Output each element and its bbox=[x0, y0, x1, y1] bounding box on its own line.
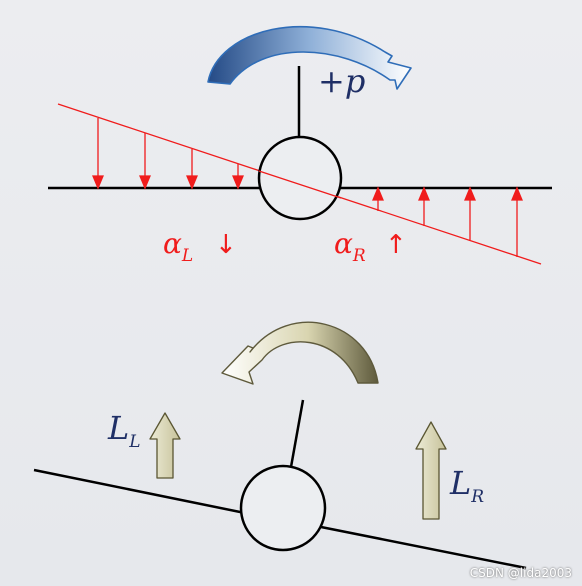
damping-moment-arrow bbox=[221, 321, 379, 385]
alpha-right-arrow: ↑ bbox=[385, 230, 407, 260]
lift-right-arrow bbox=[415, 421, 447, 520]
alpha-left-label: αL bbox=[163, 227, 193, 266]
alpha-left-arrow: ↓ bbox=[215, 230, 237, 260]
roll-rate-label: +p bbox=[318, 62, 365, 100]
watermark-text: CSDN @lida2003 bbox=[469, 566, 572, 580]
angle-of-attack-line-front bbox=[258, 170, 342, 199]
lift-left-label: LL bbox=[107, 409, 141, 452]
fuselage-bottom bbox=[239, 464, 327, 552]
fuselage-top bbox=[257, 135, 343, 221]
lift-left-arrow bbox=[149, 412, 181, 479]
tilted-wing-right bbox=[320, 525, 527, 570]
alpha-right-label: αR bbox=[334, 227, 366, 266]
lift-right-label: LR bbox=[449, 464, 484, 507]
tilted-fin bbox=[289, 399, 305, 468]
left-downwash-arrows bbox=[92, 118, 244, 190]
roll-moment-arrow bbox=[207, 25, 412, 90]
tilted-wing-left bbox=[33, 468, 246, 515]
right-upwash-arrows bbox=[372, 186, 523, 257]
